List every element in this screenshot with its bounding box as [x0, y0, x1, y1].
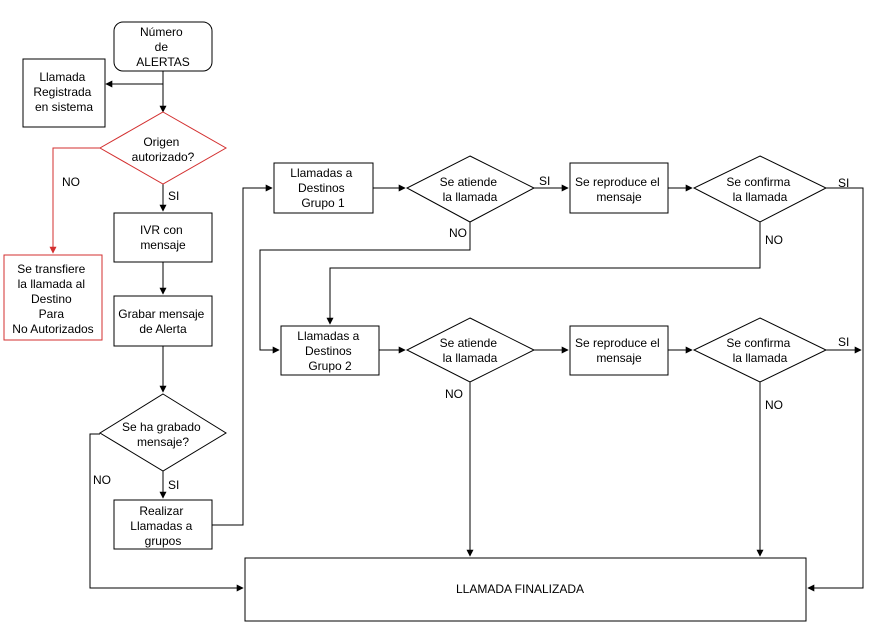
node-llamadas-grupo1-text: Llamadas a Destinos Grupo 1: [290, 166, 355, 210]
node-llamada-registrada[interactable]: Llamada Registrada en sistema: [22, 58, 106, 128]
text-line: Destino: [31, 292, 72, 306]
text-line: Grupo 1: [301, 196, 345, 210]
node-atiende-1[interactable]: Se atiende la llamada: [405, 155, 536, 223]
label-confirma1-si: SI: [838, 176, 849, 190]
label-atiende1-no: NO: [449, 226, 467, 240]
text-line: Se confirma: [726, 175, 790, 189]
text-line: Se atiende: [440, 175, 498, 189]
text-line: Llamada: [39, 70, 85, 84]
text-line: de: [155, 40, 169, 54]
text-line: Llamadas a: [290, 166, 352, 180]
node-llamadas-grupo1[interactable]: Llamadas a Destinos Grupo 1: [273, 162, 374, 214]
text-line: Se reproduce el: [575, 175, 660, 189]
edge-labels: NO SI NO SI SI NO SI NO NO SI NO: [62, 174, 849, 492]
node-origen-autorizado-text: Origen autorizado?: [132, 135, 195, 164]
node-grabar-mensaje[interactable]: Grabar mensaje de Alerta: [113, 295, 213, 347]
node-atiende-2[interactable]: Se atiende la llamada: [405, 317, 536, 383]
edges: [49, 71, 864, 592]
node-reproduce-1[interactable]: Se reproduce el mensaje: [569, 162, 669, 214]
text-line: la llamada: [443, 351, 498, 365]
label-origen-no: NO: [62, 175, 80, 189]
node-origen-autorizado[interactable]: Origen autorizado?: [98, 111, 228, 185]
node-realizar-llamadas[interactable]: Realizar Llamadas a grupos: [113, 499, 213, 550]
label-grabado-no: NO: [93, 473, 111, 487]
node-llamada-registrada-text: Llamada Registrada en sistema: [33, 70, 94, 114]
node-numero-alertas-text: Número de ALERTAS: [136, 25, 190, 69]
node-grabar-mensaje-text: Grabar mensaje de Alerta: [118, 307, 207, 336]
text-line: Destinos: [305, 344, 352, 358]
node-confirma-1[interactable]: Se confirma la llamada: [692, 155, 828, 223]
node-reproduce-2[interactable]: Se reproduce el mensaje: [569, 325, 669, 376]
text-line: Se ha grabado: [122, 420, 201, 434]
node-confirma-2[interactable]: Se confirma la llamada: [692, 317, 828, 383]
text-line: Se reproduce el: [575, 336, 660, 350]
label-atiende1-si: SI: [539, 174, 550, 188]
text-line: Registrada: [33, 85, 91, 99]
text-line: No Autorizados: [12, 322, 93, 336]
text-line: LLAMADA FINALIZADA: [456, 582, 584, 596]
edge-confirma1-si: [807, 187, 864, 592]
text-line: Grupo 2: [308, 359, 352, 373]
node-numero-alertas[interactable]: Número de ALERTAS: [113, 21, 213, 72]
node-llamadas-grupo2[interactable]: Llamadas a Destinos Grupo 2: [280, 325, 380, 376]
label-atiende2-no: NO: [445, 387, 463, 401]
label-grabado-si: SI: [168, 478, 179, 492]
edge-grabado-no: [89, 433, 244, 592]
text-line: mensaje: [140, 238, 186, 252]
edge-realizar-to-grupo1: [212, 184, 273, 526]
text-line: Se transfiere: [17, 262, 85, 276]
node-realizar-llamadas-text: Realizar Llamadas a grupos: [130, 504, 195, 548]
text-line: Para: [39, 307, 65, 321]
label-confirma1-no: NO: [765, 233, 783, 247]
node-llamada-finalizada-text: LLAMADA FINALIZADA: [456, 582, 584, 596]
edge-atiende1-no: [259, 222, 471, 354]
node-ivr-mensaje-text: IVR con mensaje: [140, 223, 186, 252]
node-confirma-2-text: Se confirma la llamada: [726, 336, 793, 365]
text-line: la llamada: [443, 190, 498, 204]
text-line: en sistema: [35, 100, 93, 114]
text-line: Origen: [143, 135, 179, 149]
text-line: de Alerta: [139, 322, 187, 336]
node-reproduce-2-text: Se reproduce el mensaje: [575, 336, 663, 365]
text-line: Realizar: [139, 504, 183, 518]
edge-confirma1-no: [326, 222, 761, 325]
label-origen-si: SI: [168, 189, 179, 203]
text-line: la llamada al: [18, 277, 85, 291]
node-se-ha-grabado[interactable]: Se ha grabado mensaje?: [99, 393, 227, 472]
text-line: Grabar mensaje: [118, 307, 204, 321]
label-confirma2-si: SI: [838, 335, 849, 349]
node-llamadas-grupo2-text: Llamadas a Destinos Grupo 2: [297, 329, 362, 373]
node-se-transfiere-text: Se transfiere la llamada al Destino Para…: [12, 262, 93, 336]
node-se-transfiere[interactable]: Se transfiere la llamada al Destino Para…: [3, 254, 103, 341]
text-line: Destinos: [298, 181, 345, 195]
text-line: Se atiende: [440, 336, 498, 350]
text-line: Llamadas a: [297, 329, 359, 343]
node-reproduce-1-text: Se reproduce el mensaje: [575, 175, 663, 204]
node-se-ha-grabado-text: Se ha grabado mensaje?: [122, 420, 204, 449]
text-line: mensaje?: [137, 435, 189, 449]
text-line: grupos: [145, 534, 182, 548]
text-line: la llamada: [733, 190, 788, 204]
node-ivr-mensaje[interactable]: IVR con mensaje: [113, 212, 213, 263]
label-confirma2-no: NO: [765, 398, 783, 412]
text-line: mensaje: [596, 351, 642, 365]
text-line: Se confirma: [726, 336, 790, 350]
node-atiende-2-text: Se atiende la llamada: [440, 336, 501, 365]
text-line: mensaje: [596, 190, 642, 204]
text-line: ALERTAS: [136, 55, 190, 69]
node-confirma-1-text: Se confirma la llamada: [726, 175, 793, 204]
text-line: Llamadas a: [130, 519, 192, 533]
edge-origen-no: [49, 147, 100, 254]
text-line: autorizado?: [132, 150, 195, 164]
node-atiende-1-text: Se atiende la llamada: [440, 175, 501, 204]
text-line: la llamada: [733, 351, 788, 365]
text-line: Número: [140, 25, 183, 39]
node-llamada-finalizada[interactable]: LLAMADA FINALIZADA: [244, 557, 807, 622]
text-line: IVR con: [140, 223, 183, 237]
